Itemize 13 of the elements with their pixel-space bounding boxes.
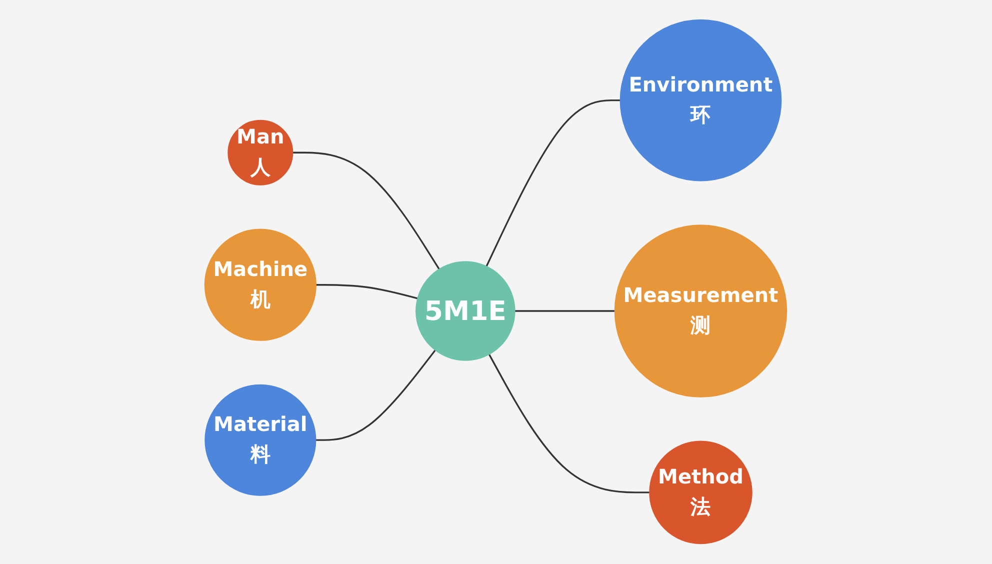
connector bbox=[488, 354, 650, 494]
node-circle: Machine 机 bbox=[204, 229, 317, 342]
connector bbox=[316, 284, 418, 300]
connector bbox=[292, 152, 440, 270]
connector bbox=[486, 100, 621, 268]
node-circle: Measurement 测 bbox=[614, 224, 788, 398]
connector bbox=[316, 350, 436, 442]
node-circle: Man 人 bbox=[228, 120, 294, 186]
node-circle: 5M1E bbox=[416, 261, 516, 362]
node-circle: Material 料 bbox=[204, 384, 316, 496]
connector bbox=[515, 310, 616, 312]
node-circle: Method 法 bbox=[649, 441, 753, 544]
node-circle: Environment 环 bbox=[620, 20, 782, 182]
